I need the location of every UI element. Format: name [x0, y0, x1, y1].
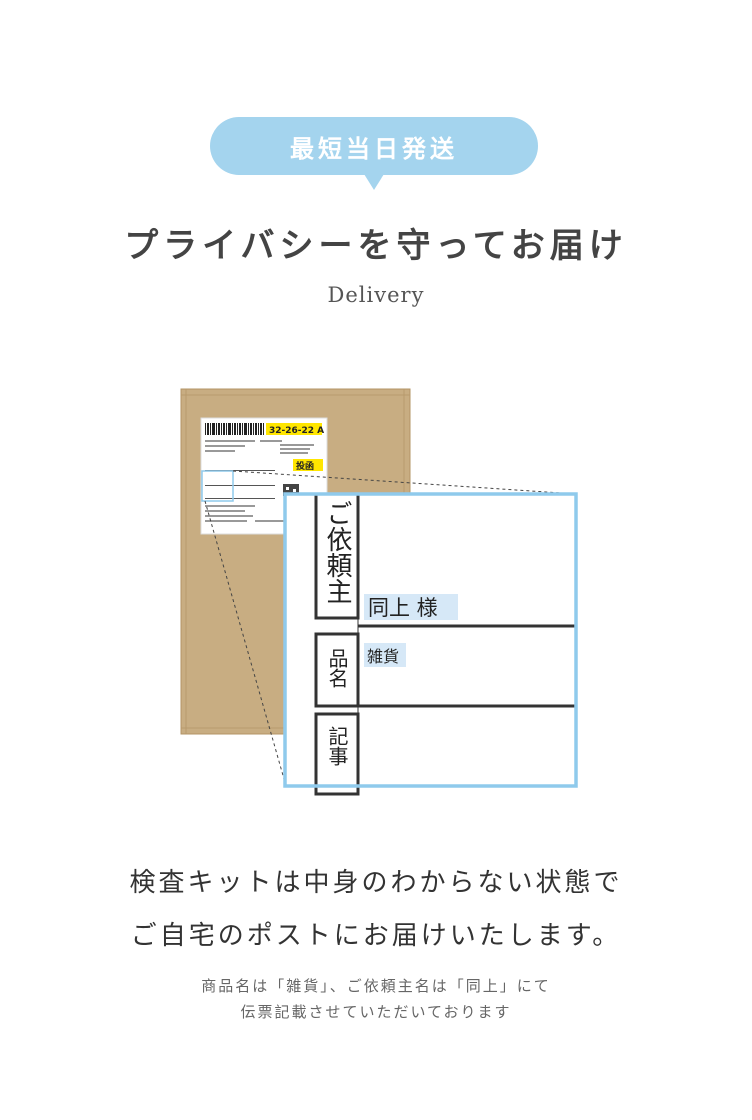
note-line-1: 商品名は「雑貨」、ご依頼主名は「同上」にて — [201, 977, 551, 995]
sender-value-highlight — [364, 594, 458, 620]
description-line-1: 検査キットは中身のわからない状態で — [129, 868, 623, 898]
page-headline: プライバシーを守ってお届け — [124, 226, 628, 266]
tracking-tag — [266, 423, 322, 435]
description-line-2: ご自宅のポストにお届けいたします。 — [130, 921, 622, 951]
zoomed-label-panel: ご依頼主 同上 様 品名 雑貨 記事 — [283, 492, 578, 796]
zoom-frame — [283, 492, 578, 788]
zoom-source-box — [201, 470, 234, 502]
zoom-connector-bottom — [204, 500, 287, 787]
note-line-2: 伝票記載させていただいております — [240, 1003, 512, 1021]
tracking-number: 32-26-22 A — [269, 426, 324, 436]
item-value-highlight — [364, 643, 406, 667]
sender-field-header: ご依頼主 — [322, 500, 352, 604]
badge-label: 最短当日発送 — [290, 134, 458, 163]
page-subheading: Delivery — [327, 283, 425, 307]
posting-tag-label: 投函 — [296, 460, 314, 472]
item-value: 雑貨 — [367, 647, 399, 666]
item-field-header: 品名 — [325, 648, 349, 688]
badge-pointer — [364, 174, 384, 190]
same-day-shipping-badge: 最短当日発送 — [210, 117, 538, 175]
barcode-icon — [205, 423, 264, 435]
posting-tag — [293, 459, 323, 471]
sender-value: 同上 様 — [368, 596, 438, 620]
note-field-header: 記事 — [325, 726, 349, 766]
